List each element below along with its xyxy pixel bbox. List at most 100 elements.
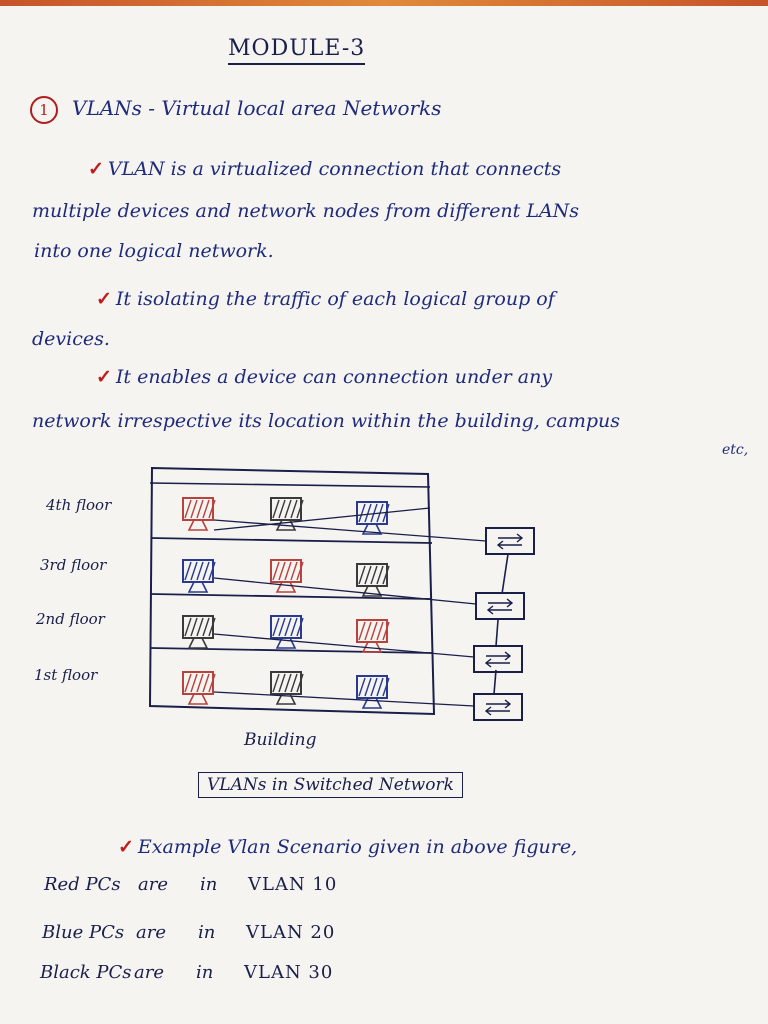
building-label: Building bbox=[244, 730, 317, 750]
point-3-line-2: network irrespective its location within… bbox=[32, 410, 621, 432]
pc-icon-black bbox=[270, 671, 304, 705]
vlan-row-are: are bbox=[136, 922, 166, 943]
point-3-text-1: It enables a device can connection under… bbox=[115, 366, 553, 388]
vlan-row-id: VLAN 30 bbox=[244, 962, 334, 983]
vlan-row-in: in bbox=[196, 962, 214, 983]
switch-arrow-right bbox=[486, 651, 512, 661]
diagram-caption: VLANs in Switched Network bbox=[198, 772, 463, 798]
floor-link bbox=[213, 691, 475, 707]
trunk-link bbox=[493, 553, 509, 695]
pc-screen-hatch bbox=[290, 561, 298, 581]
pc-stand bbox=[275, 693, 297, 705]
pc-screen bbox=[270, 497, 302, 521]
vlan-row-id: VLAN 20 bbox=[246, 922, 336, 943]
pc-screen bbox=[182, 497, 214, 521]
building-roof-line bbox=[149, 482, 431, 488]
pc-screen bbox=[182, 671, 214, 695]
switch-arrow-left bbox=[484, 706, 510, 716]
pc-screen-hatch bbox=[208, 673, 216, 693]
pc-screen-hatch bbox=[190, 499, 198, 519]
switch-icon bbox=[485, 527, 535, 555]
pc-icon-blue bbox=[270, 615, 304, 649]
module-title: MODULE-3 bbox=[228, 36, 366, 65]
pc-screen-hatch bbox=[376, 621, 384, 641]
switch-arrow-right bbox=[498, 533, 524, 543]
pc-screen-hatch bbox=[202, 561, 210, 581]
pc-screen bbox=[270, 559, 302, 583]
pc-screen-hatch bbox=[376, 677, 384, 697]
pc-screen-hatch bbox=[190, 673, 198, 693]
pc-screen-hatch bbox=[284, 499, 292, 519]
example-intro-text: Example Vlan Scenario given in above fig… bbox=[137, 836, 578, 858]
switch-box bbox=[485, 527, 535, 555]
pc-screen-hatch bbox=[364, 621, 372, 641]
switch-icon bbox=[473, 645, 523, 673]
point-1-text-1: VLAN is a virtualized connection that co… bbox=[107, 158, 562, 180]
pc-screen-hatch bbox=[296, 617, 304, 637]
pc-screen-hatch bbox=[382, 621, 390, 641]
pc-icon-blue bbox=[182, 559, 216, 593]
pc-screen-hatch bbox=[196, 673, 204, 693]
pc-screen-hatch bbox=[382, 677, 390, 697]
pc-screen bbox=[182, 615, 214, 639]
pc-screen-hatch bbox=[278, 617, 286, 637]
floor-divider-line bbox=[150, 593, 433, 600]
pc-screen-hatch bbox=[202, 499, 210, 519]
pc-screen-hatch bbox=[358, 503, 366, 523]
pc-screen-hatch bbox=[196, 561, 204, 581]
pc-screen-hatch bbox=[364, 677, 372, 697]
point-2-line-1: ✓It isolating the traffic of each logica… bbox=[96, 288, 555, 310]
pc-icon-blue bbox=[356, 675, 390, 709]
pc-stand bbox=[275, 581, 297, 593]
switch-arrow-right bbox=[486, 699, 512, 709]
pc-icon-red bbox=[182, 497, 216, 531]
pc-screen-hatch bbox=[208, 617, 216, 637]
building-outer-wall bbox=[148, 466, 436, 716]
switch-icon bbox=[473, 693, 523, 721]
floor-label-3: 3rd floor bbox=[40, 556, 107, 574]
pc-icon-black bbox=[270, 497, 304, 531]
pc-screen-hatch bbox=[184, 617, 192, 637]
pc-stand bbox=[361, 697, 383, 709]
point-3-line-1: ✓It enables a device can connection unde… bbox=[96, 366, 552, 388]
pc-stand bbox=[187, 693, 209, 705]
point-1-line-3: into one logical network. bbox=[34, 240, 274, 262]
pc-screen-hatch bbox=[370, 503, 378, 523]
point-3-line-3: etc, bbox=[722, 442, 749, 458]
pc-screen-hatch bbox=[190, 617, 198, 637]
floor-label-2: 2nd floor bbox=[36, 610, 105, 628]
pc-screen-hatch bbox=[358, 621, 366, 641]
pc-screen-hatch bbox=[196, 499, 204, 519]
pc-screen-hatch bbox=[184, 673, 192, 693]
pc-icon-red bbox=[270, 559, 304, 593]
floor-divider-line bbox=[150, 647, 433, 654]
pc-icon-black bbox=[182, 615, 216, 649]
floor-link bbox=[213, 519, 487, 542]
vlan-row-who: Black PCs bbox=[40, 962, 132, 983]
pc-screen bbox=[356, 563, 388, 587]
pc-screen-hatch bbox=[296, 561, 304, 581]
pc-screen-hatch bbox=[358, 565, 366, 585]
pc-icon-red bbox=[356, 619, 390, 653]
pc-screen bbox=[270, 671, 302, 695]
pc-icon-black bbox=[356, 563, 390, 597]
vlan-row-id: VLAN 10 bbox=[248, 874, 338, 895]
pc-screen-hatch bbox=[382, 565, 390, 585]
pc-screen bbox=[182, 559, 214, 583]
pc-screen-hatch bbox=[196, 617, 204, 637]
section-heading-text: VLANs - Virtual local area Networks bbox=[72, 96, 442, 120]
floor-label-1: 1st floor bbox=[34, 666, 98, 684]
switch-box bbox=[473, 693, 523, 721]
pc-screen-hatch bbox=[364, 565, 372, 585]
pc-stand bbox=[187, 581, 209, 593]
vlan-row-who: Blue PCs bbox=[42, 922, 125, 943]
pc-screen-hatch bbox=[284, 673, 292, 693]
example-intro: ✓Example Vlan Scenario given in above fi… bbox=[118, 836, 577, 858]
pc-screen-hatch bbox=[272, 561, 280, 581]
pc-screen-hatch bbox=[184, 499, 192, 519]
switch-box bbox=[473, 645, 523, 673]
